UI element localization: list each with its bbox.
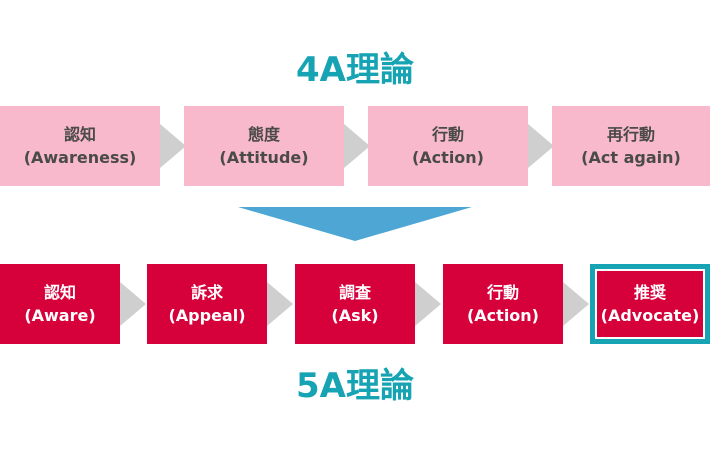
step-5a-label-en: (Action)	[466, 306, 539, 325]
step-5a-label-ja: 認知	[43, 283, 76, 302]
step-5a-label-en: (Aware)	[24, 306, 96, 325]
chevron-right-icon	[160, 124, 186, 168]
chevron-right-icon	[267, 282, 293, 326]
step-4a-label-en: (Awareness)	[23, 148, 137, 167]
step-4a-label-ja: 再行動	[606, 125, 655, 144]
step-4a-label-en: (Attitude)	[219, 148, 309, 167]
step-5a-label-ja: 調査	[338, 283, 371, 302]
step-5a-advocate: 推奨 (Advocate)	[590, 264, 710, 344]
step-5a-appeal: 訴求 (Appeal)	[147, 264, 267, 344]
step-5a-label-ja: 行動	[486, 283, 519, 302]
step-4a-label-ja: 行動	[431, 125, 464, 144]
step-5a-label-en: (Ask)	[331, 306, 379, 325]
step-4a-action: 行動 (Action)	[368, 106, 528, 186]
step-4a-awareness: 認知 (Awareness)	[0, 106, 160, 186]
title-4a: 4A理論	[296, 50, 414, 90]
title-5a: 5A理論	[296, 366, 414, 406]
chevron-right-icon	[344, 124, 370, 168]
chevron-right-icon	[415, 282, 441, 326]
chevron-right-icon	[563, 282, 589, 326]
step-4a-label-en: (Action)	[411, 148, 484, 167]
step-4a-label-en: (Act again)	[581, 148, 681, 167]
chevron-right-icon	[120, 282, 146, 326]
step-5a-label-ja: 訴求	[190, 283, 223, 302]
step-4a-act-again: 再行動 (Act again)	[552, 106, 710, 186]
chevron-right-icon	[528, 124, 554, 168]
step-4a-attitude: 態度 (Attitude)	[184, 106, 344, 186]
step-5a-ask: 調査 (Ask)	[295, 264, 415, 344]
step-5a-label-en: (Appeal)	[168, 306, 246, 325]
triangle-down-icon	[238, 207, 472, 241]
step-5a-aware: 認知 (Aware)	[0, 264, 120, 344]
step-5a-label-ja: 推奨	[633, 283, 666, 302]
step-4a-label-ja: 態度	[247, 125, 280, 144]
step-5a-label-en: (Advocate)	[600, 306, 700, 325]
step-5a-action: 行動 (Action)	[443, 264, 563, 344]
step-4a-label-ja: 認知	[63, 125, 96, 144]
